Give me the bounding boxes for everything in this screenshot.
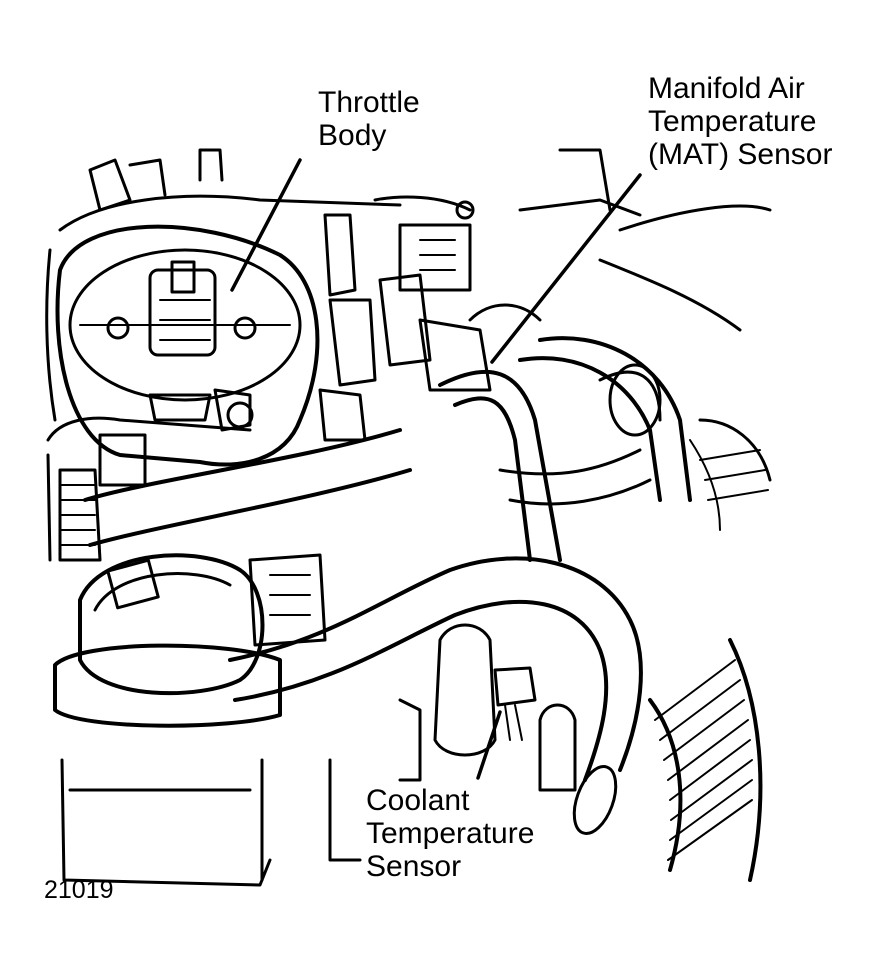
air-meter-housing bbox=[53, 433, 327, 728]
mat-sensor-label-line2: Temperature bbox=[648, 105, 817, 138]
coolant-sensor-label-line3: Sensor bbox=[366, 850, 462, 883]
figure-number: 21019 bbox=[44, 876, 114, 904]
throttle-body-label-line2: Body bbox=[318, 119, 387, 152]
coolant-sensor-label-line2: Temperature bbox=[366, 817, 535, 850]
intake-components bbox=[318, 195, 542, 442]
callout-leaders bbox=[230, 158, 642, 780]
coolant-sensor-label-line1: Coolant bbox=[366, 784, 470, 817]
coolant-sensor-label: Coolant Temperature Sensor bbox=[366, 784, 534, 883]
throttle-body-label: Throttle Body bbox=[318, 86, 420, 152]
coolant-sensor-drawing bbox=[398, 623, 577, 792]
wiring-harness bbox=[648, 418, 772, 882]
hoses bbox=[83, 336, 692, 835]
mat-sensor-label-line1: Manifold Air bbox=[648, 72, 805, 105]
mat-sensor-label: Manifold Air Temperature (MAT) Sensor bbox=[648, 72, 832, 171]
throttle-body-drawing bbox=[55, 224, 320, 467]
mat-sensor-label-line3: (MAT) Sensor bbox=[648, 138, 833, 171]
throttle-body-leader bbox=[230, 158, 302, 292]
coolant-sensor-leader bbox=[476, 710, 502, 780]
throttle-body-label-line1: Throttle bbox=[318, 86, 420, 119]
mat-sensor-leader bbox=[490, 173, 642, 364]
engine-block-outline bbox=[45, 148, 772, 887]
